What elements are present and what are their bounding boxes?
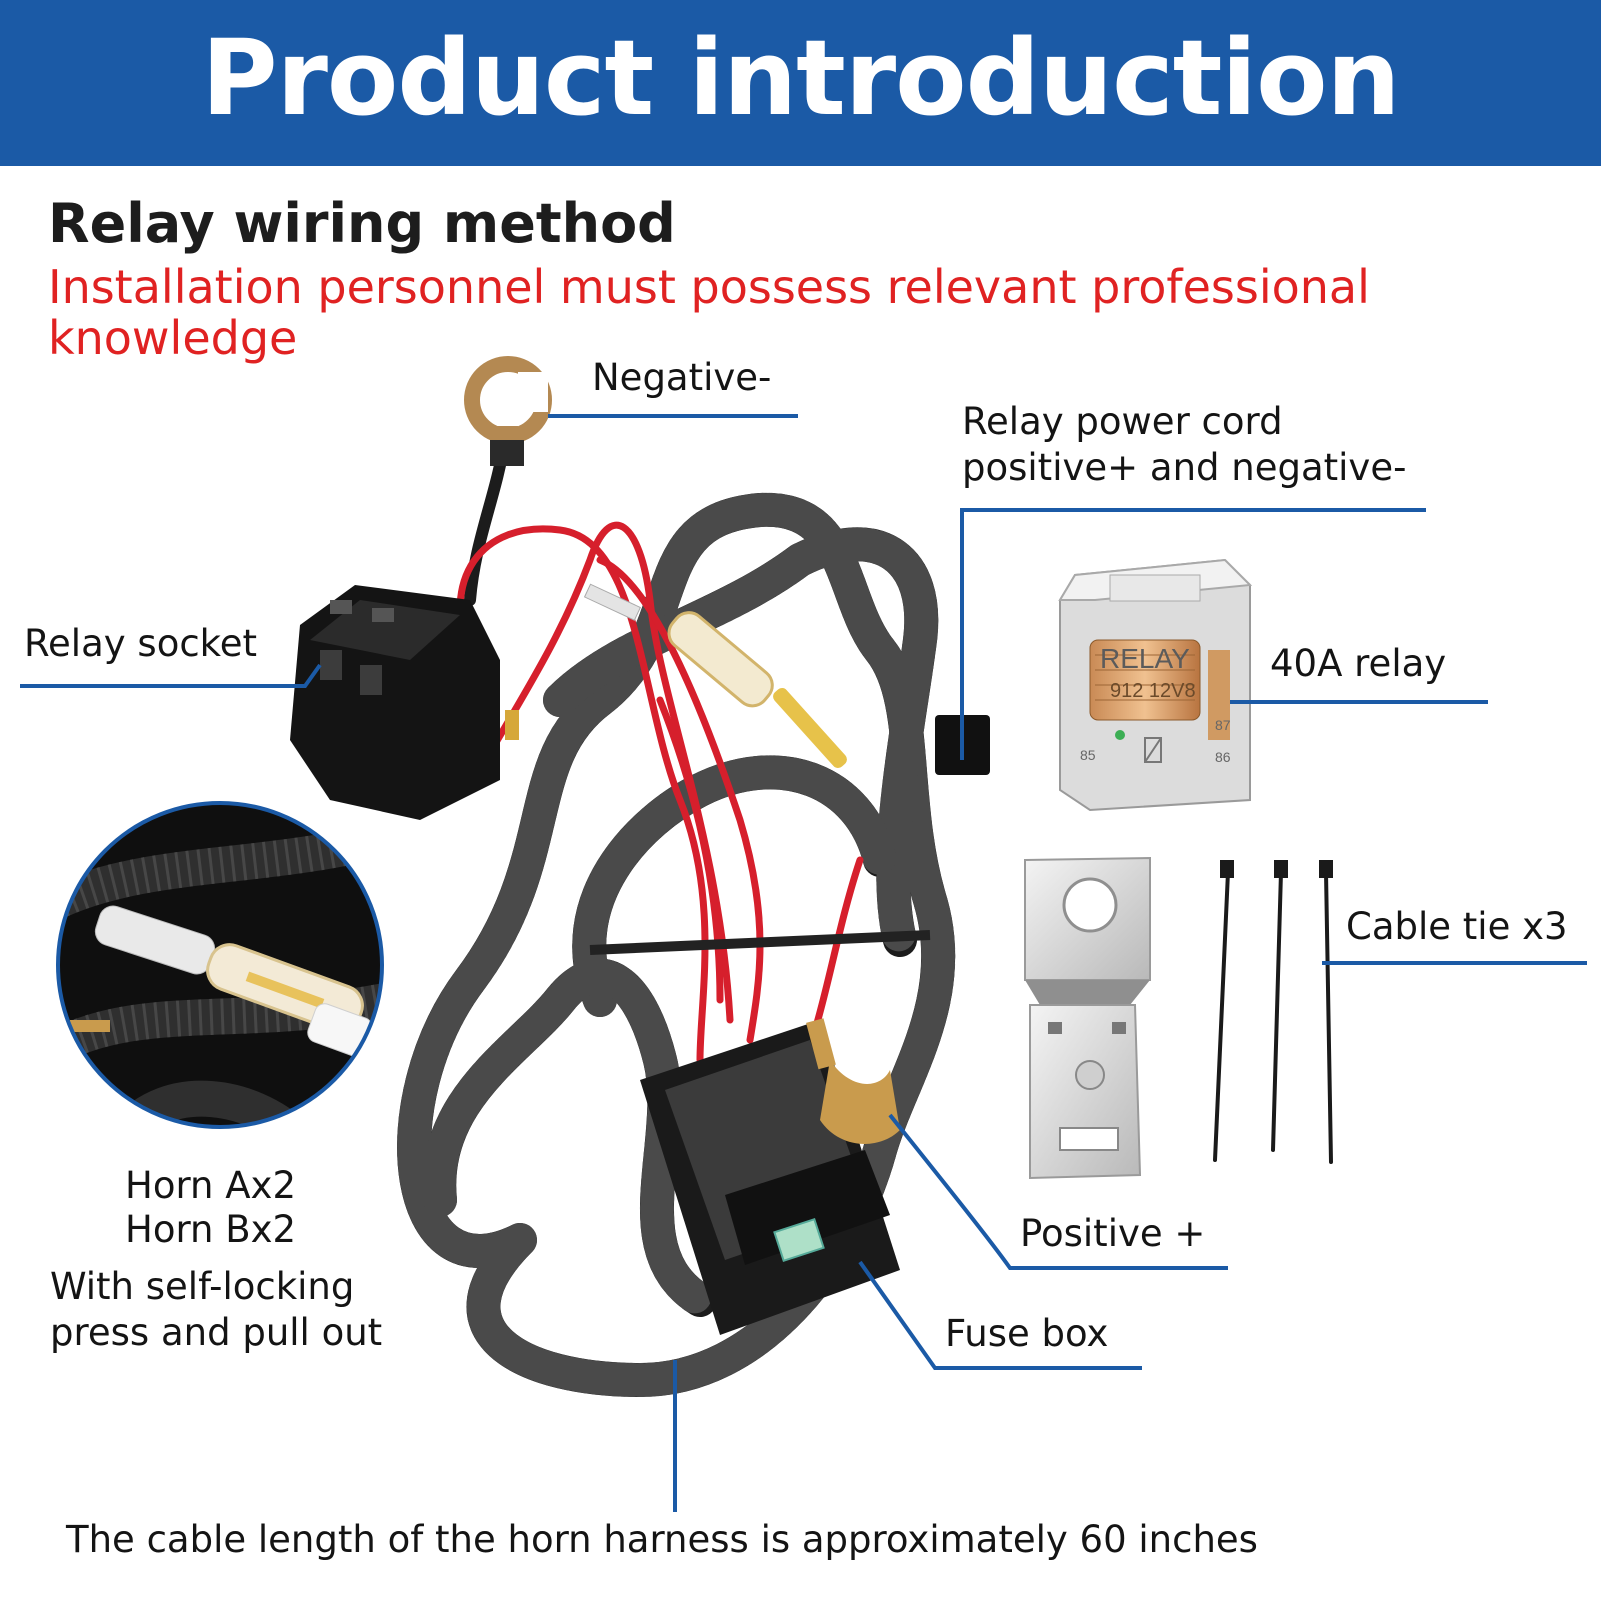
label-cable-tie: Cable tie x3 (1346, 905, 1568, 948)
blade-connectors (583, 583, 847, 769)
section-heading: Relay wiring method (48, 192, 676, 255)
relay-pin-85: 85 (1080, 747, 1096, 763)
leader-lines (20, 414, 1587, 1512)
label-horn-a: Horn Ax2 (125, 1164, 296, 1207)
label-self-lock-line2: press and pull out (50, 1311, 383, 1354)
label-negative: Negative- (592, 356, 772, 399)
label-fuse-box: Fuse box (945, 1312, 1109, 1355)
page-title: Product introduction (201, 17, 1400, 139)
mounting-bracket (1024, 856, 1151, 1180)
label-positive: Positive + (1020, 1212, 1206, 1255)
relay-pin-86: 86 (1215, 749, 1231, 765)
label-relay-power-line1: Relay power cord (962, 400, 1283, 443)
warning-text: Installation personnel must possess rele… (48, 260, 1370, 365)
label-self-lock-line1: With self-locking (50, 1265, 355, 1308)
label-relay-socket: Relay socket (24, 622, 258, 665)
label-40a-relay: 40A relay (1270, 642, 1447, 685)
connector-detail-circle (56, 801, 384, 1129)
zip-tie-on-bundle (589, 930, 931, 955)
relay-pin-87: 87 (1215, 717, 1231, 733)
cable-length-note: The cable length of the horn harness is … (66, 1518, 1258, 1561)
header-banner: Product introduction (0, 0, 1601, 166)
cable-ties (1213, 860, 1333, 1164)
label-relay-power-line2: positive+ and negative- (962, 446, 1407, 489)
negative-ring-terminal (464, 356, 552, 466)
positive-fork-terminal (806, 1018, 900, 1144)
relay-40a: RELAY 912 12V8 85 86 87 (1058, 558, 1253, 812)
label-horn-b: Horn Bx2 (125, 1208, 297, 1251)
relay-brand-text: RELAY (1100, 643, 1190, 674)
relay-socket (290, 585, 519, 820)
relay-model-text: 912 12V8 (1110, 680, 1196, 702)
